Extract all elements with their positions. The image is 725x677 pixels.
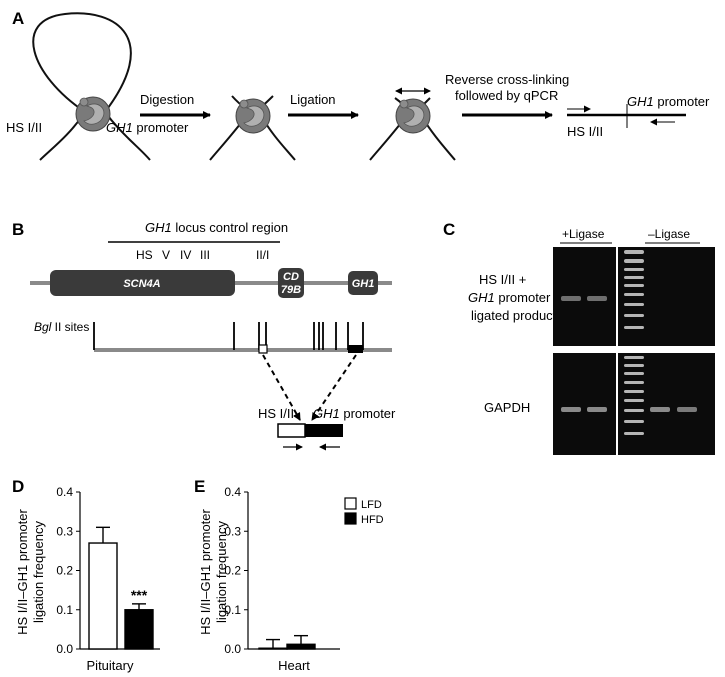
- chart-d-ytick-label-2: 0.2: [56, 564, 73, 578]
- gene-cd79b-label-2: 79B: [281, 284, 301, 296]
- qpcr-label: followed by qPCR: [455, 88, 558, 103]
- legend-label-hfd: HFD: [361, 514, 384, 526]
- product-gh1-promoter-label: GH1 promoter: [627, 94, 710, 109]
- panel-a: A HS I/II GH1 promoter Digestion Ligatio…: [6, 9, 710, 161]
- hybrid-fragment-gh1: [305, 424, 343, 437]
- gel-image-ligated-product: [553, 247, 715, 346]
- chart-d-ytick-label-0: 0.0: [56, 642, 73, 656]
- chart-d-ytick-label-1: 0.1: [56, 603, 73, 617]
- gel1-label-line3: ligated product: [471, 308, 557, 323]
- gel1-label-line2: GH1 promoter: [468, 290, 551, 305]
- hs-site-ii-i: II/I: [256, 248, 269, 262]
- chart-d-significance: ***: [131, 587, 148, 603]
- hs-i-ii-label: HS I/II: [6, 120, 42, 135]
- legend-swatch-hfd: [344, 512, 357, 525]
- dashed-arrow-hs: [262, 354, 301, 421]
- chart-e-ytick-label-0: 0.0: [224, 642, 241, 656]
- chart-d-ytick-label-3: 0.3: [56, 524, 73, 538]
- dashed-arrow-gh1: [311, 354, 357, 421]
- ligated-product-diagram: [567, 104, 686, 128]
- panel-e-label: E: [194, 477, 205, 496]
- chromatin-cut-2: [209, 95, 296, 161]
- chromatin-loop-1: [32, 12, 151, 161]
- chart-d-ytick-label-4: 0.4: [56, 485, 73, 499]
- panel-d-xlabel: Pituitary: [87, 658, 134, 673]
- gene-cd79b: [278, 268, 304, 298]
- gel-image-gapdh: [553, 353, 715, 455]
- chart-d-bar-lfd: [88, 542, 118, 650]
- hs-fragment-marker: [258, 344, 268, 354]
- chart-e-bar-lfd: [258, 647, 288, 650]
- panel-c: C +Ligase –Ligase HS I/II + GH1 promoter…: [443, 220, 715, 455]
- fragment-gh1-promoter-label: GH1 promoter: [313, 406, 396, 421]
- gene-gh1-label: GH1: [352, 278, 375, 290]
- chromatin-ligated-3: [369, 87, 456, 161]
- gene-gh1: [348, 271, 378, 295]
- chart-e-ytick-label-3: 0.3: [224, 524, 241, 538]
- panel-d-label: D: [12, 477, 24, 496]
- fragment-hs-label: HS I/II: [258, 406, 294, 421]
- hs-label: HS: [136, 248, 153, 262]
- legend-label-lfd: LFD: [361, 499, 382, 511]
- chart-d-bar-hfd: [124, 609, 154, 650]
- panel-e-ylabel-line1: HS I/II–GH1 promoter: [198, 508, 213, 634]
- gh1-fragment-marker: [348, 345, 363, 353]
- chart-e-ytick-label-2: 0.2: [224, 564, 241, 578]
- gene-cd79b-label-1: CD: [283, 271, 299, 283]
- bglii-sites-label: Bgl II sites: [34, 320, 89, 334]
- chart-e-ytick-label-4: 0.4: [224, 485, 241, 499]
- panel-d-ylabel-line2: ligation frequency: [31, 521, 46, 623]
- panel-d-ylabel-line1: HS I/II–GH1 promoter: [15, 508, 30, 634]
- panel-c-label: C: [443, 220, 455, 239]
- panel-b: B GH1 locus control region HS V IV III I…: [12, 220, 396, 451]
- ligation-label: Ligation: [290, 92, 336, 107]
- panel-d: D HS I/II–GH1 promoter ligation frequenc…: [12, 477, 160, 673]
- gel2-label: GAPDH: [484, 400, 530, 415]
- lcr-title: GH1 locus control region: [145, 220, 288, 235]
- reverse-crosslinking-label: Reverse cross-linking: [445, 72, 569, 87]
- digestion-label: Digestion: [140, 92, 194, 107]
- panel-e-ylabel-line2: ligation frequency: [214, 521, 229, 623]
- chart-e: 0.0 0.1 0.2 0.3 0.4: [224, 485, 340, 656]
- legend-swatch-lfd: [344, 497, 357, 510]
- gel1-label-line1: HS I/II +: [479, 272, 526, 287]
- hybrid-fragment-hs: [277, 423, 306, 438]
- hs-site-iii: III: [200, 248, 210, 262]
- chart-d: 0.0 0.1 0.2 0.3 0.4 ***: [56, 485, 160, 656]
- gh1-promoter-label: GH1 promoter: [106, 120, 189, 135]
- hs-site-v: V: [162, 248, 170, 262]
- bglii-site-ticks: [93, 322, 364, 350]
- panel-b-label: B: [12, 220, 24, 239]
- panel-a-label: A: [12, 9, 24, 28]
- chart-e-bar-hfd: [286, 643, 316, 650]
- product-hs-label: HS I/II: [567, 124, 603, 139]
- gene-scn4a: [50, 270, 235, 296]
- legend: LFD HFD: [344, 497, 384, 526]
- panel-e: E HS I/II–GH1 promoter ligation frequenc…: [194, 477, 384, 673]
- chart-e-ytick-label-1: 0.1: [224, 603, 241, 617]
- plus-ligase-label: +Ligase: [562, 227, 605, 241]
- minus-ligase-label: –Ligase: [648, 227, 690, 241]
- panel-e-xlabel: Heart: [278, 658, 310, 673]
- hs-site-iv: IV: [180, 248, 191, 262]
- gene-scn4a-label: SCN4A: [123, 278, 160, 290]
